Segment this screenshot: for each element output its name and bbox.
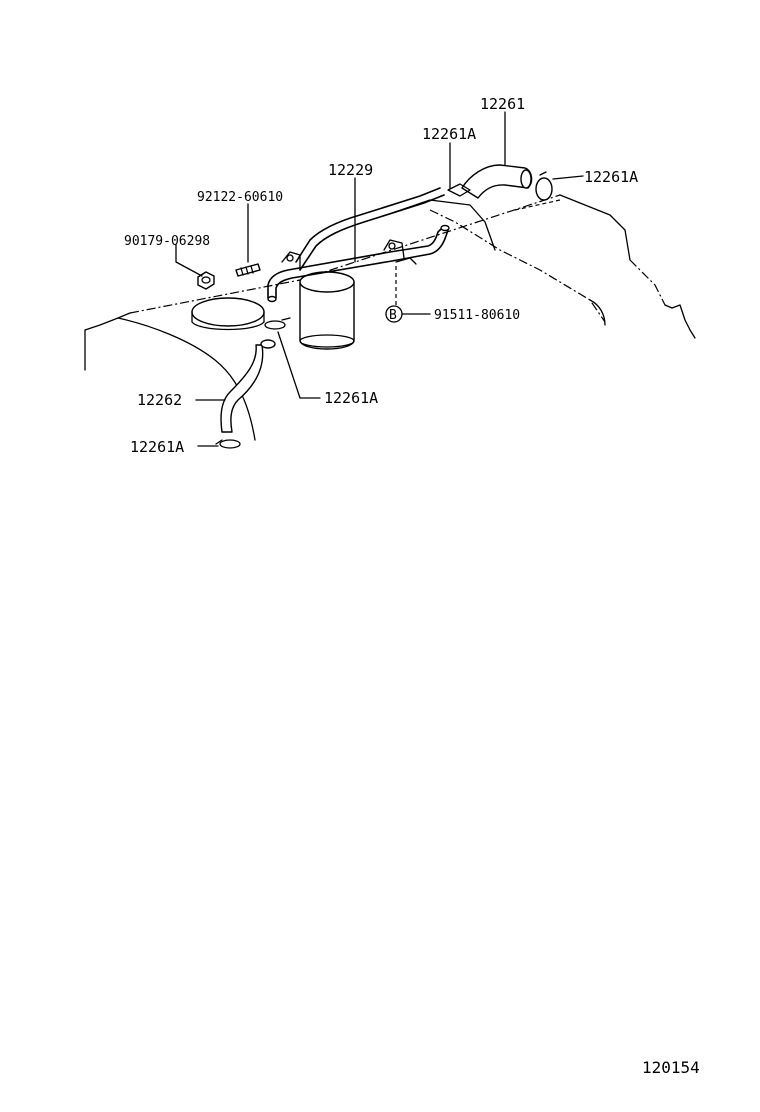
b-marker: B xyxy=(385,305,403,323)
clamp-right xyxy=(535,171,553,201)
clamp-bottom xyxy=(215,439,241,449)
hose-12261 xyxy=(461,164,533,199)
label-12261A-bottom: 12261A xyxy=(130,438,184,456)
clamp-mid xyxy=(264,317,291,330)
label-12261A-top: 12261A xyxy=(422,125,476,143)
hose-12262 xyxy=(220,339,276,433)
filler-cap xyxy=(191,297,265,331)
label-12261A-right: 12261A xyxy=(584,168,638,186)
pipe-12229 xyxy=(267,187,450,303)
canister xyxy=(299,271,355,350)
label-90179-06298: 90179-06298 xyxy=(124,234,210,249)
leader-lines xyxy=(175,111,584,447)
clamp-top xyxy=(447,183,471,197)
diagram-reference-number: 120154 xyxy=(642,1058,700,1077)
label-12262: 12262 xyxy=(137,391,182,409)
label-12261A-mid: 12261A xyxy=(324,389,378,407)
label-12261: 12261 xyxy=(480,95,525,113)
svg-text:B: B xyxy=(389,308,397,323)
label-92122-60610: 92122-60610 xyxy=(197,190,283,205)
label-12229: 12229 xyxy=(328,161,373,179)
stud-bolt xyxy=(235,263,261,277)
label-91511-80610: 91511-80610 xyxy=(434,308,520,323)
